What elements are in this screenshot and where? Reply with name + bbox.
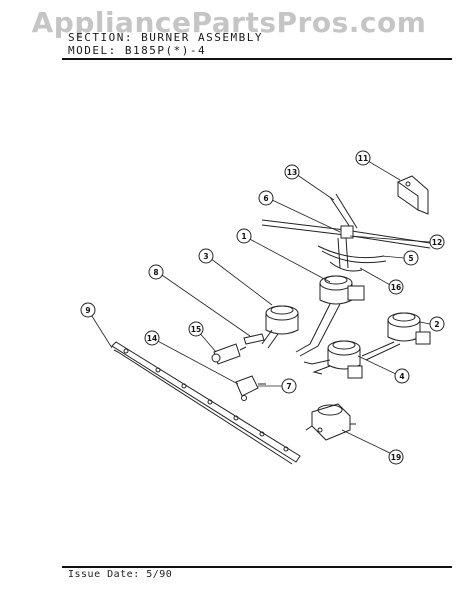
part-igniter-7 (235, 375, 266, 401)
part-valve-15 (211, 343, 247, 365)
callout-2: 2 (434, 320, 439, 329)
section-title: SECTION: BURNER ASSEMBLY (68, 31, 263, 44)
callout-labels: 1 2 3 4 5 6 7 8 9 11 12 13 14 15 16 19 (85, 154, 442, 462)
watermark: AppliancePartsPros.com (31, 6, 427, 39)
part-burner-2 (361, 312, 431, 361)
part-burner-3 (261, 305, 299, 349)
part-burner-1 (295, 275, 365, 357)
callout-12: 12 (432, 238, 442, 247)
part-manifold-9 (111, 341, 301, 465)
callout-16: 16 (391, 283, 401, 292)
part-bracket-11 (396, 175, 429, 215)
callout-6: 6 (263, 194, 268, 203)
callout-19: 19 (391, 453, 401, 462)
callout-11: 11 (358, 154, 368, 163)
leader-lines (89, 157, 431, 456)
part-orifice-8 (243, 333, 265, 345)
callout-5: 5 (408, 254, 413, 263)
footer-rule (62, 566, 452, 568)
issue-date: Issue Date: 5/90 (68, 569, 173, 580)
callout-8: 8 (153, 268, 158, 277)
callout-14: 14 (147, 334, 157, 343)
callout-9: 9 (85, 306, 90, 315)
part-regulator-19 (305, 403, 356, 441)
callout-3: 3 (203, 252, 208, 261)
callout-7: 7 (286, 382, 291, 391)
part-grate-support-13 (261, 193, 431, 269)
callout-1: 1 (241, 232, 246, 241)
part-burner-4 (303, 340, 363, 379)
callout-15: 15 (191, 325, 201, 334)
callout-13: 13 (287, 168, 297, 177)
callout-circles (80, 150, 445, 465)
part-flame-spreader-5 (317, 245, 387, 272)
callout-4: 4 (399, 372, 404, 381)
model-title: MODEL: B185P(*)-4 (68, 44, 207, 57)
header-rule (62, 58, 452, 60)
